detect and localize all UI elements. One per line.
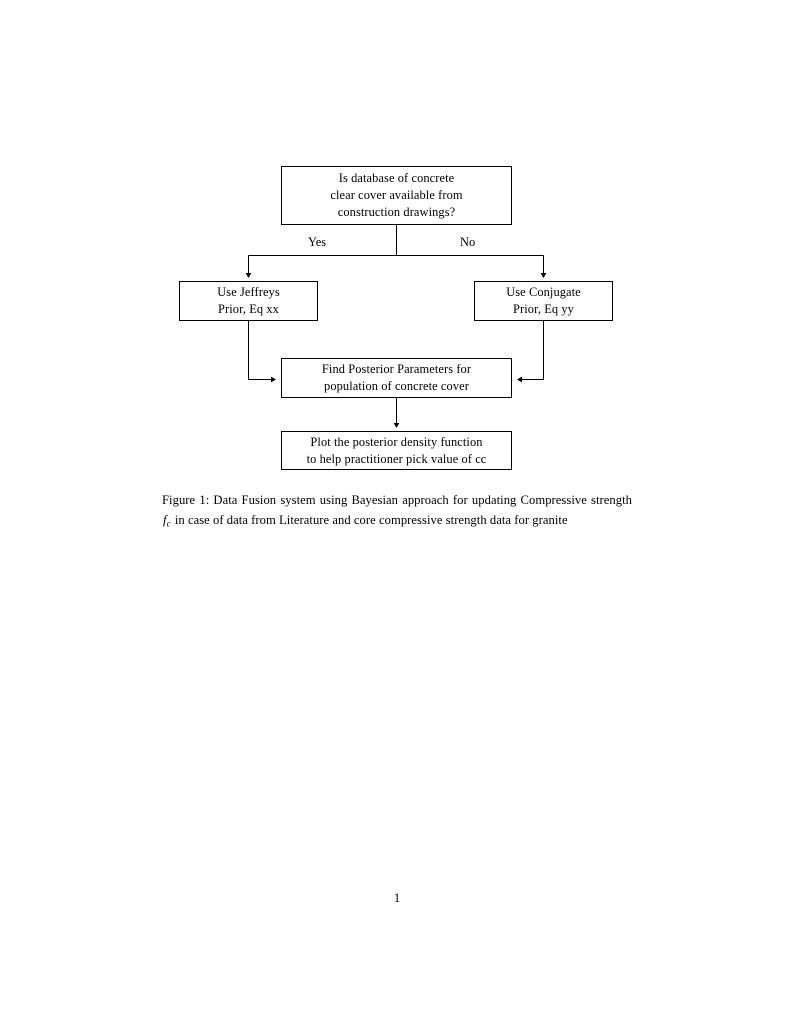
flowchart-node-question: Is database of concrete clear cover avai… [281, 166, 512, 225]
caption-part2: in case of data from Literature and core… [174, 512, 568, 527]
flowchart-connectors [245, 225, 547, 428]
edge-label-no: No [458, 235, 478, 250]
caption-label: Figure 1: [162, 493, 210, 507]
node-conjugate-line1: Use Conjugate [506, 285, 581, 299]
flowchart-node-conjugate-prior: Use Conjugate Prior, Eq yy [474, 281, 613, 321]
figure-caption: Figure 1: Data Fusion system using Bayes… [162, 491, 632, 533]
node-question-line1: Is database of concrete [338, 171, 455, 185]
figure-flowchart: Is database of concrete clear cover avai… [0, 0, 794, 490]
flowchart-node-plot-density: Plot the posterior density function to h… [281, 431, 512, 470]
node-conjugate-line2: Prior, Eq yy [513, 302, 574, 316]
node-jeffreys-line1: Use Jeffreys [217, 285, 280, 299]
flowchart-node-jeffreys-prior: Use Jeffreys Prior, Eq xx [179, 281, 318, 321]
node-plot-line1: Plot the posterior density function [310, 434, 483, 449]
node-question-line3: construction drawings? [337, 205, 456, 219]
node-jeffreys-line2: Prior, Eq xx [218, 302, 279, 316]
node-posterior-line1: Find Posterior Parameters for [321, 362, 472, 376]
node-posterior-line2: population of concrete cover [324, 379, 469, 393]
edge-label-yes: Yes [306, 235, 329, 250]
node-plot-line2: to help practitioner pick value of cc [306, 451, 487, 466]
caption-math-base: f [163, 512, 167, 527]
flowchart-node-find-posterior: Find Posterior Parameters for population… [281, 358, 512, 398]
page-number: 1 [393, 891, 401, 905]
connector-jeffreys-to-posterior [248, 321, 276, 383]
connector-conjugate-to-posterior [517, 321, 544, 383]
caption-part1: Data Fusion system using Bayesian approa… [213, 493, 632, 507]
caption-math-variable: fc [162, 512, 172, 528]
node-question-line2: clear cover available from [330, 188, 463, 202]
caption-math-subscript: c [166, 517, 171, 528]
